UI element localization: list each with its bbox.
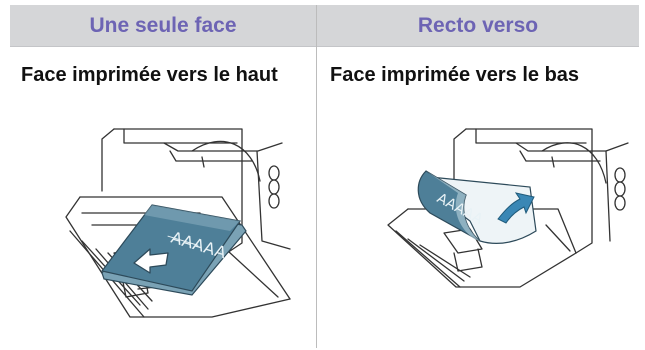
print-side-table: Une seule face Recto verso: [10, 5, 639, 348]
flip-arrow-icon: [497, 192, 535, 224]
table-header-row: Une seule face Recto verso: [10, 5, 639, 47]
column-divider: [316, 5, 317, 348]
paper-stack-face-up: [100, 204, 247, 296]
printer-illustration-face-up: AAAAA: [65, 128, 291, 318]
caption-face-down: Face imprimée vers le bas: [330, 64, 580, 86]
paper-sheet-face-down: [417, 170, 537, 244]
printer-illustration-face-down: AAAAA: [387, 128, 629, 288]
header-duplex: Recto verso: [417, 14, 539, 37]
push-arrow-icon: [133, 248, 169, 274]
header-single-sided: Une seule face: [89, 14, 237, 37]
caption-face-up: Face imprimée vers le haut: [21, 64, 278, 86]
